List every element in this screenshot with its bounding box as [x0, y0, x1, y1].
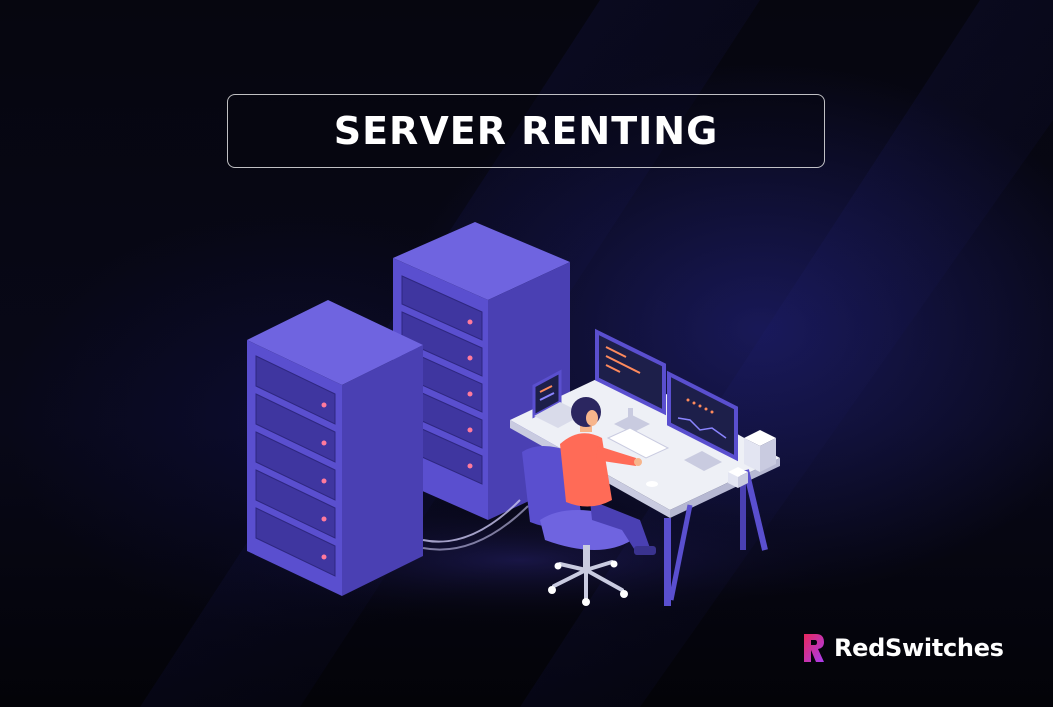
brand-lockup: RedSwitches: [802, 630, 1004, 666]
monitor-icon: [667, 370, 738, 471]
desk-boxes: [728, 430, 776, 488]
brand-name: RedSwitches: [834, 634, 1004, 662]
title-frame: SERVER RENTING: [227, 94, 825, 168]
redswitches-logo-icon: [804, 634, 824, 662]
monitor-icon: [595, 328, 666, 433]
server-rack-icon: [247, 300, 423, 596]
page-title: SERVER RENTING: [333, 109, 719, 153]
person-icon: [560, 397, 656, 555]
